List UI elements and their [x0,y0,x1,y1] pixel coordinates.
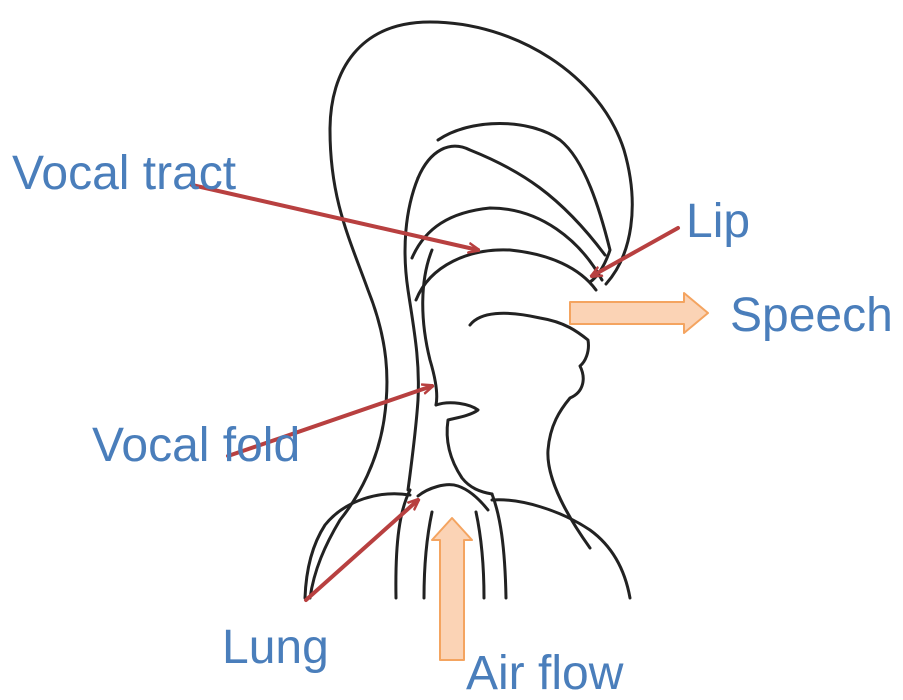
trachea-left [396,490,410,598]
trachea-right [492,494,506,598]
lung-left-contour [305,494,410,598]
air-flow-label: Air flow [466,650,623,698]
vocal-fold-label: Vocal fold [92,422,300,470]
pharynx-back-wall [405,178,418,490]
epiglottis-contour [436,403,492,494]
tongue-contour [416,250,596,300]
bronchi-right [476,512,484,598]
speech-flow-arrow [570,293,708,333]
vocal-tract-label: Vocal tract [12,150,236,198]
speech-label: Speech [730,292,893,340]
lung-label: Lung [222,624,329,672]
lung-right-contour [492,500,630,598]
lip-label: Lip [686,198,750,246]
jaw-contour [470,313,590,548]
bronchi-left [424,512,432,598]
air-flow-arrow [432,518,472,660]
